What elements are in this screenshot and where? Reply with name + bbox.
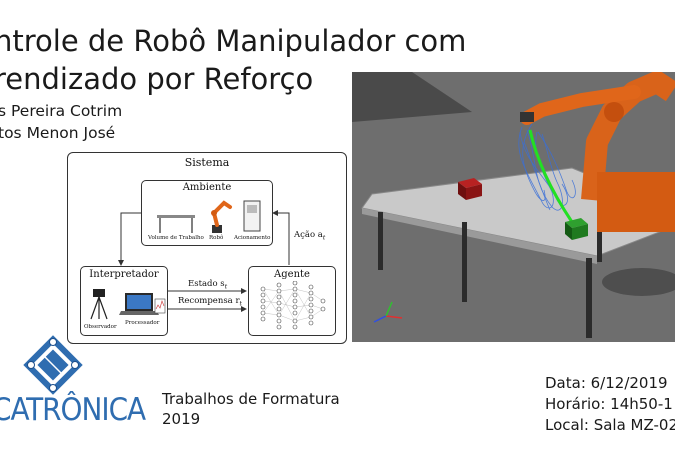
logo-wordmark: CATRÔNICA	[0, 392, 146, 428]
event-line-1: Trabalhos de Formatura	[162, 390, 340, 408]
action-label: Ação at	[294, 230, 325, 242]
robot-arm	[520, 72, 675, 232]
title-line-2: rendizado por Reforço	[0, 62, 314, 96]
observer-label: Observador	[84, 324, 117, 330]
simulation-render	[352, 72, 675, 342]
agent-label: Agente	[274, 269, 310, 280]
author-2: tos Menon José	[0, 124, 116, 142]
room-text: Local: Sala MZ-02	[545, 416, 675, 434]
slide-title: ntrole de Robô Manipulador com rendizado…	[0, 22, 466, 98]
mecatronica-logo-icon	[23, 335, 83, 395]
title-line-1: ntrole de Robô Manipulador com	[0, 24, 467, 58]
red-cube	[458, 178, 482, 200]
reward-text: Recompensa r	[178, 296, 240, 306]
interpreter-label: Interpretador	[89, 269, 159, 280]
workspace-label: Volume de Trabalho	[148, 235, 204, 241]
system-label: Sistema	[184, 156, 230, 169]
diagram-arrows	[118, 210, 290, 312]
state-text: Estado s	[188, 279, 225, 289]
interpreter-illustration	[90, 289, 166, 320]
interpreter-box: Interpretador Observador Processador	[80, 266, 168, 336]
environment-box: Ambiente Volume de Trabalho Robô Acionam…	[141, 180, 273, 246]
event-line-2: 2019	[162, 410, 201, 428]
robot-scene	[352, 72, 675, 342]
author-1: s Pereira Cotrim	[0, 102, 123, 120]
system-diagram: Sistema Ambiente	[67, 152, 347, 344]
robot-label: Robô	[209, 235, 224, 241]
reward-subscript: t	[239, 300, 242, 308]
reward-label: Recompensa rt	[178, 296, 242, 308]
environment-label: Ambiente	[182, 182, 232, 193]
drive-label: Acionamento	[234, 235, 271, 241]
processor-label: Processador	[125, 320, 160, 326]
green-cube	[565, 218, 588, 240]
state-subscript: t	[224, 283, 228, 291]
action-text: Ação a	[294, 230, 323, 240]
date-text: Data: 6/12/2019	[545, 374, 668, 392]
neural-network-illustration	[260, 281, 326, 330]
environment-illustration	[157, 200, 261, 233]
trajectory-line	[528, 129, 574, 223]
agent-box: Agente	[248, 266, 336, 336]
time-text: Horário: 14h50-1	[545, 395, 673, 413]
axis-gizmo-icon	[373, 301, 403, 323]
action-subscript: t	[322, 234, 326, 242]
state-label: Estado st	[188, 279, 227, 291]
